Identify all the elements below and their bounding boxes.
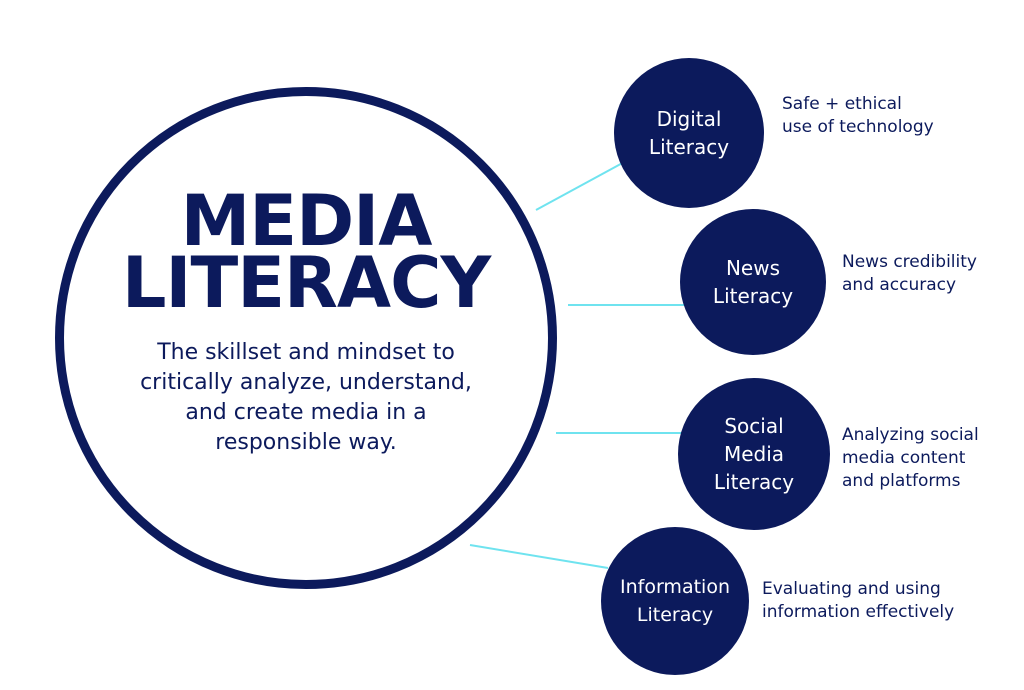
caption-news-literacy: News credibility and accuracy <box>842 251 977 297</box>
main-title: MEDIA LITERACY <box>55 180 557 324</box>
node-label-line: Literacy <box>648 135 730 159</box>
node-label-line: Digital <box>656 107 722 131</box>
node-label-line: Literacy <box>636 604 714 626</box>
node-label-line: Literacy <box>713 470 795 494</box>
node-social-media-literacy: Social Media Literacy <box>678 378 830 530</box>
node-label-line: Media <box>723 442 785 466</box>
caption-line: Evaluating and using <box>762 579 941 599</box>
caption-line: use of technology <box>782 117 934 137</box>
node-news-literacy: News Literacy <box>680 209 826 355</box>
caption-line: information effectively <box>762 602 955 622</box>
connector-digital <box>535 159 629 211</box>
caption-digital-literacy: Safe + ethical use of technology <box>782 93 934 139</box>
node-label-line: News <box>725 256 781 280</box>
main-circle <box>55 87 557 589</box>
node-label-line: Literacy <box>712 284 794 308</box>
main-description: The skillset and mindset to critically a… <box>140 340 472 455</box>
node-digital-literacy: Digital Literacy <box>614 58 764 208</box>
caption-line: media content <box>842 448 966 468</box>
connector-information <box>469 544 609 569</box>
caption-information-literacy: Evaluating and using information effecti… <box>762 578 954 624</box>
caption-line: and platforms <box>842 471 961 491</box>
caption-line: and accuracy <box>842 275 957 295</box>
caption-line: News credibility <box>842 252 977 272</box>
caption-line: Safe + ethical <box>782 94 902 114</box>
node-information-literacy: Information Literacy <box>601 527 749 675</box>
main-title-line: MEDIA <box>180 180 433 262</box>
main-title-line: LITERACY <box>121 242 491 324</box>
caption-social-media-literacy: Analyzing social media content and platf… <box>842 424 979 493</box>
node-label-line: Information <box>620 576 730 598</box>
node-label-line: Social <box>724 414 784 438</box>
caption-line: Analyzing social <box>842 425 979 445</box>
